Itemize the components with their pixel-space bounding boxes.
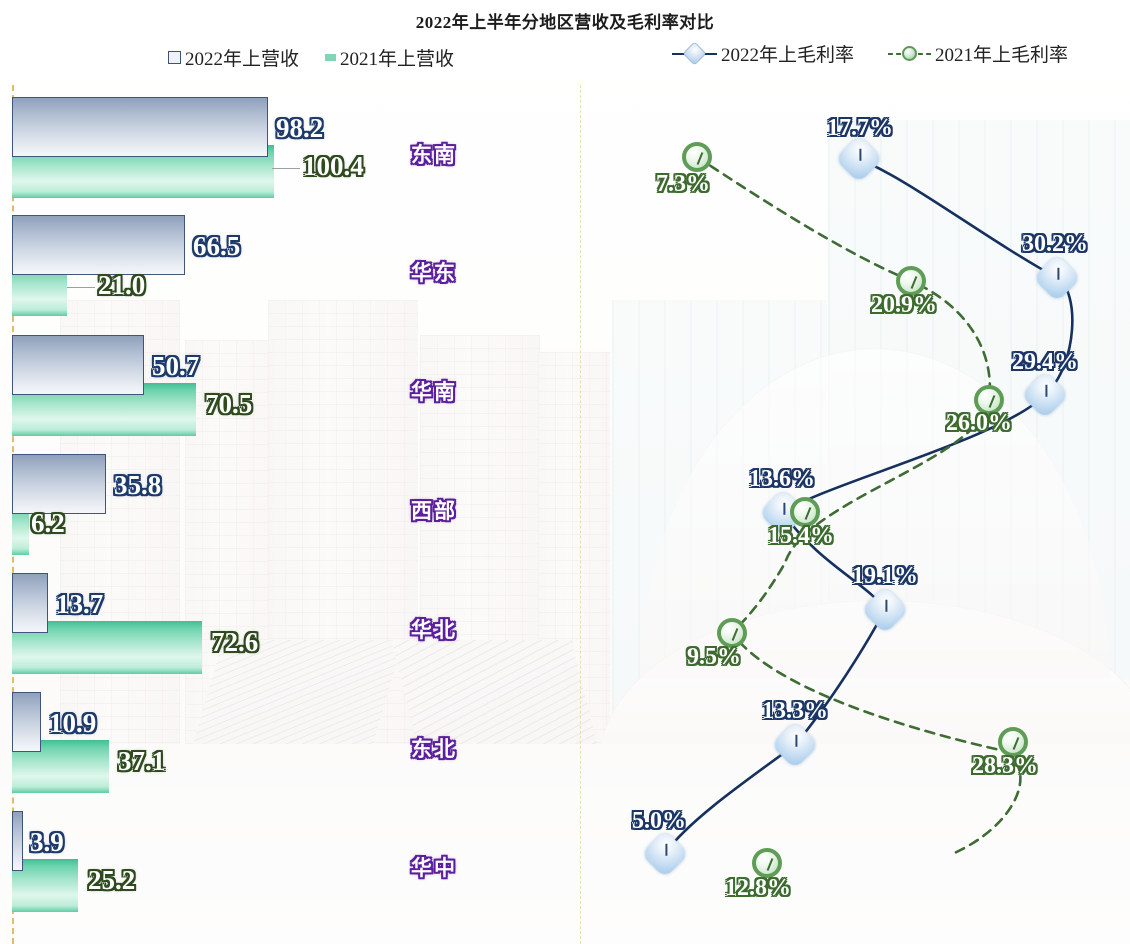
legend-lines: 2022年上毛利率 2021年上毛利率 bbox=[672, 40, 1068, 67]
chart-title: 2022年上半年分地区营收及毛利率对比 bbox=[415, 13, 715, 32]
category-label-dongnan: 东南 bbox=[411, 143, 457, 167]
point-label-2022: 13.6% bbox=[749, 466, 815, 492]
dashed-line-marker-icon bbox=[888, 46, 932, 61]
point-2021-huazhong[interactable] bbox=[752, 848, 782, 878]
bar-label-2022: 13.7 bbox=[56, 589, 104, 619]
bar-2022-dongnan[interactable] bbox=[12, 97, 268, 157]
bar-label-2022: 3.9 bbox=[30, 827, 64, 857]
bar-2022-huanan[interactable] bbox=[12, 335, 144, 395]
bar-chart-region: 98.2 100.4 66.5 21.0 50.7 70.5 35.8 6.2 … bbox=[0, 85, 580, 944]
bar-2021-huazhong[interactable] bbox=[12, 859, 78, 912]
category-label-xibu: 西部 bbox=[411, 499, 457, 523]
blue-square-swatch-icon bbox=[168, 51, 181, 64]
point-label-2021: 28.3% bbox=[972, 753, 1038, 779]
bar-label-2022: 35.8 bbox=[114, 470, 162, 500]
solid-line-marker-icon bbox=[672, 41, 717, 66]
bar-2022-huazhong[interactable] bbox=[12, 811, 23, 871]
bar-label-2021: 70.5 bbox=[205, 389, 253, 419]
legend-item-margin-2022[interactable]: 2022年上毛利率 bbox=[672, 40, 854, 67]
legend-item-revenue-2022[interactable]: 2022年上营收 bbox=[168, 44, 299, 71]
bar-2022-huadong[interactable] bbox=[12, 215, 185, 275]
bar-label-2022: 50.7 bbox=[152, 351, 200, 381]
point-label-2022: 13.3% bbox=[762, 698, 828, 724]
green-square-swatch-icon bbox=[325, 54, 337, 61]
bar-label-2022: 10.9 bbox=[49, 708, 97, 738]
point-label-2021: 15.4% bbox=[768, 523, 834, 549]
category-label-huazhong: 华中 bbox=[411, 856, 457, 880]
point-2021-huabei[interactable] bbox=[717, 618, 747, 648]
point-2021-xibu[interactable] bbox=[790, 497, 820, 527]
category-label-huabei: 华北 bbox=[411, 618, 457, 642]
leader-line bbox=[67, 287, 95, 288]
point-label-2021: 9.5% bbox=[687, 644, 741, 670]
point-label-2021: 7.3% bbox=[656, 171, 710, 197]
legend-bars: 2022年上营收 2021年上营收 bbox=[168, 44, 454, 71]
point-label-2021: 20.9% bbox=[871, 292, 937, 318]
bar-2022-dongbei[interactable] bbox=[12, 692, 41, 752]
legend-item-revenue-2021[interactable]: 2021年上营收 bbox=[325, 44, 454, 71]
bar-label-2021: 100.4 bbox=[303, 151, 364, 181]
point-label-2021: 26.0% bbox=[946, 410, 1012, 436]
bar-label-2021: 25.2 bbox=[88, 865, 136, 895]
point-label-2022: 17.7% bbox=[827, 115, 893, 141]
point-label-2022: 29.4% bbox=[1012, 349, 1078, 375]
line-2021-margin bbox=[695, 155, 1022, 857]
legend-label: 2021年上毛利率 bbox=[935, 45, 1069, 66]
point-2021-dongbei[interactable] bbox=[998, 727, 1028, 757]
category-label-huadong: 华东 bbox=[411, 261, 457, 285]
line-category-axis bbox=[580, 85, 581, 944]
bar-2022-xibu[interactable] bbox=[12, 454, 106, 514]
bar-label-2022: 98.2 bbox=[276, 113, 324, 143]
point-2021-huadong[interactable] bbox=[896, 266, 926, 296]
bar-label-2021: 6.2 bbox=[31, 508, 65, 538]
point-label-2022: 30.2% bbox=[1022, 231, 1088, 257]
legend-label: 2022年上营收 bbox=[185, 49, 300, 70]
point-2021-huanan[interactable] bbox=[974, 385, 1004, 415]
bar-label-2021: 37.1 bbox=[118, 746, 166, 776]
point-label-2022: 5.0% bbox=[632, 808, 686, 834]
line-chart-region: 17.7% 30.2% 29.4% 13.6% 19.1% 13.3% 5.0%… bbox=[580, 85, 1130, 944]
bar-label-2022: 66.5 bbox=[193, 231, 241, 261]
legend-item-margin-2021[interactable]: 2021年上毛利率 bbox=[888, 40, 1068, 67]
bar-label-2021: 21.0 bbox=[98, 270, 146, 300]
point-2021-dongnan[interactable] bbox=[682, 142, 712, 172]
bar-label-2021: 72.6 bbox=[211, 627, 259, 657]
point-label-2022: 19.1% bbox=[852, 563, 918, 589]
legend-label: 2022年上毛利率 bbox=[721, 45, 855, 66]
category-label-huanan: 华南 bbox=[411, 380, 457, 404]
legend-label: 2021年上营收 bbox=[340, 49, 455, 70]
point-label-2021: 12.8% bbox=[725, 875, 791, 901]
bar-2021-xibu[interactable] bbox=[12, 502, 29, 555]
bar-2022-huabei[interactable] bbox=[12, 573, 48, 633]
category-label-dongbei: 东北 bbox=[411, 737, 457, 761]
leader-line bbox=[272, 168, 300, 169]
